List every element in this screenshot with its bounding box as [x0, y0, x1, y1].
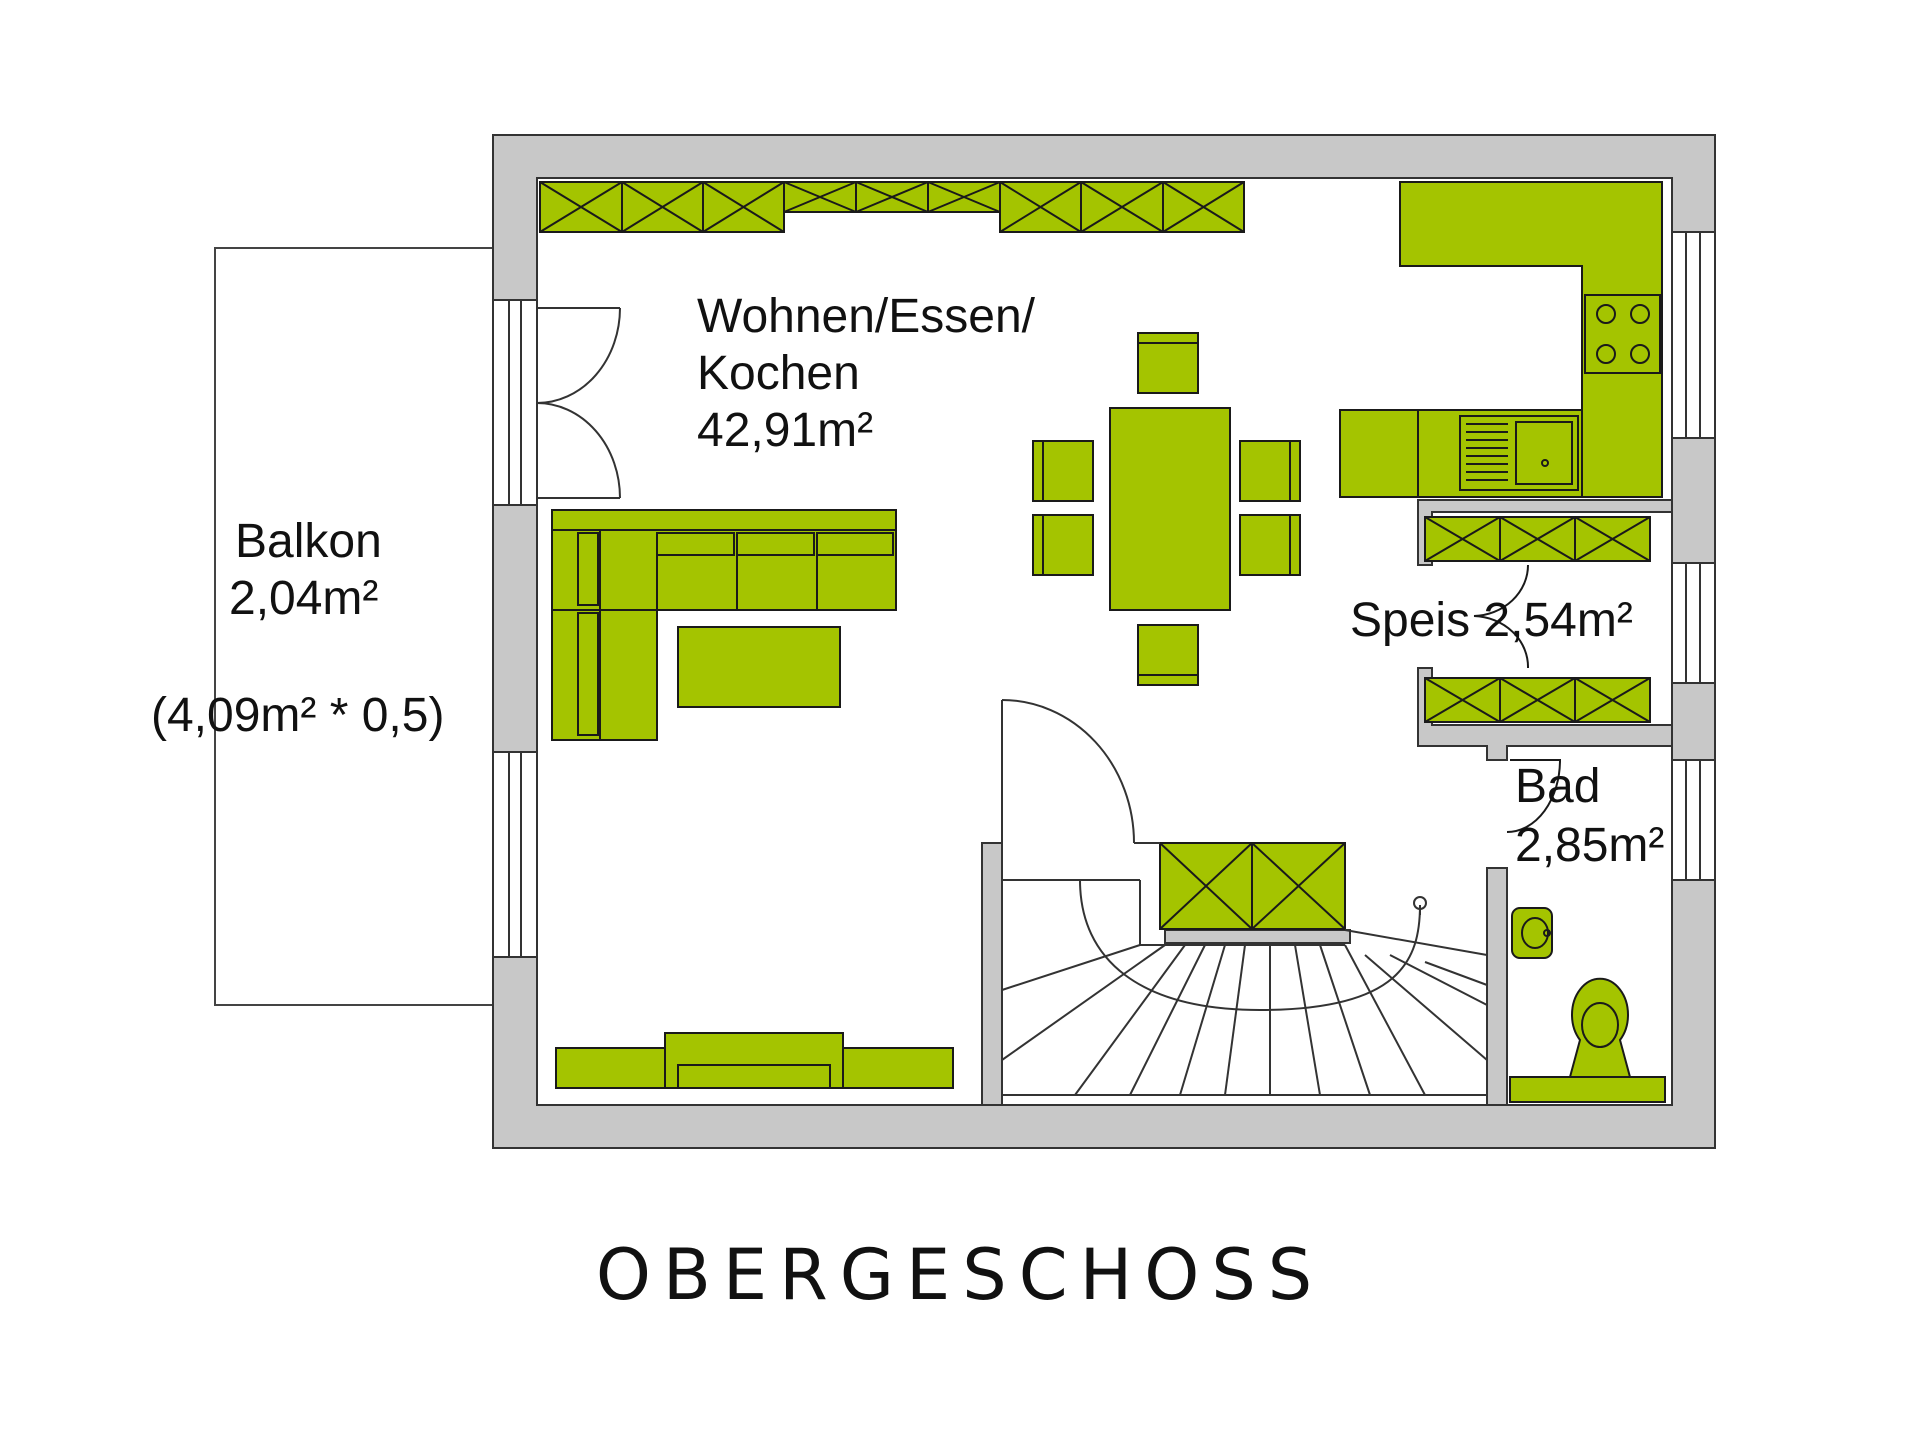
stove — [1584, 294, 1661, 374]
pantry-shelves — [1424, 516, 1651, 723]
windows — [492, 231, 1716, 958]
balcony-area — [214, 247, 494, 1006]
balcony-door — [536, 307, 621, 499]
room-label-bad-area: 2,85m² — [1515, 819, 1665, 872]
room-label-speis: Speis 2,54m² — [1350, 594, 1633, 647]
room-label-bad-name: Bad — [1515, 760, 1601, 813]
stair-door — [1001, 699, 1160, 844]
floor-title: OBERGESCHOSS — [595, 1234, 1325, 1316]
room-label-balkon-area: 2,04m² — [229, 572, 379, 625]
coffee-table — [677, 626, 841, 708]
stair-cabinet — [1159, 842, 1346, 930]
dining-set — [1032, 332, 1301, 686]
sofa — [551, 509, 897, 741]
bathroom — [1506, 759, 1666, 1103]
room-label-wohnen-name-2: Kochen — [697, 347, 860, 400]
wall-cabinets — [539, 181, 1245, 233]
room-label-balkon-name: Balkon — [235, 515, 382, 568]
room-label-wohnen-area: 42,91m² — [697, 404, 874, 457]
sideboard — [555, 1032, 954, 1089]
staircase — [1001, 879, 1488, 1096]
room-label-balkon-note: (4,09m² * 0,5) — [151, 689, 445, 742]
room-label-wohnen-name-1: Wohnen/Essen/ — [697, 290, 1035, 343]
kitchen — [1339, 181, 1663, 498]
